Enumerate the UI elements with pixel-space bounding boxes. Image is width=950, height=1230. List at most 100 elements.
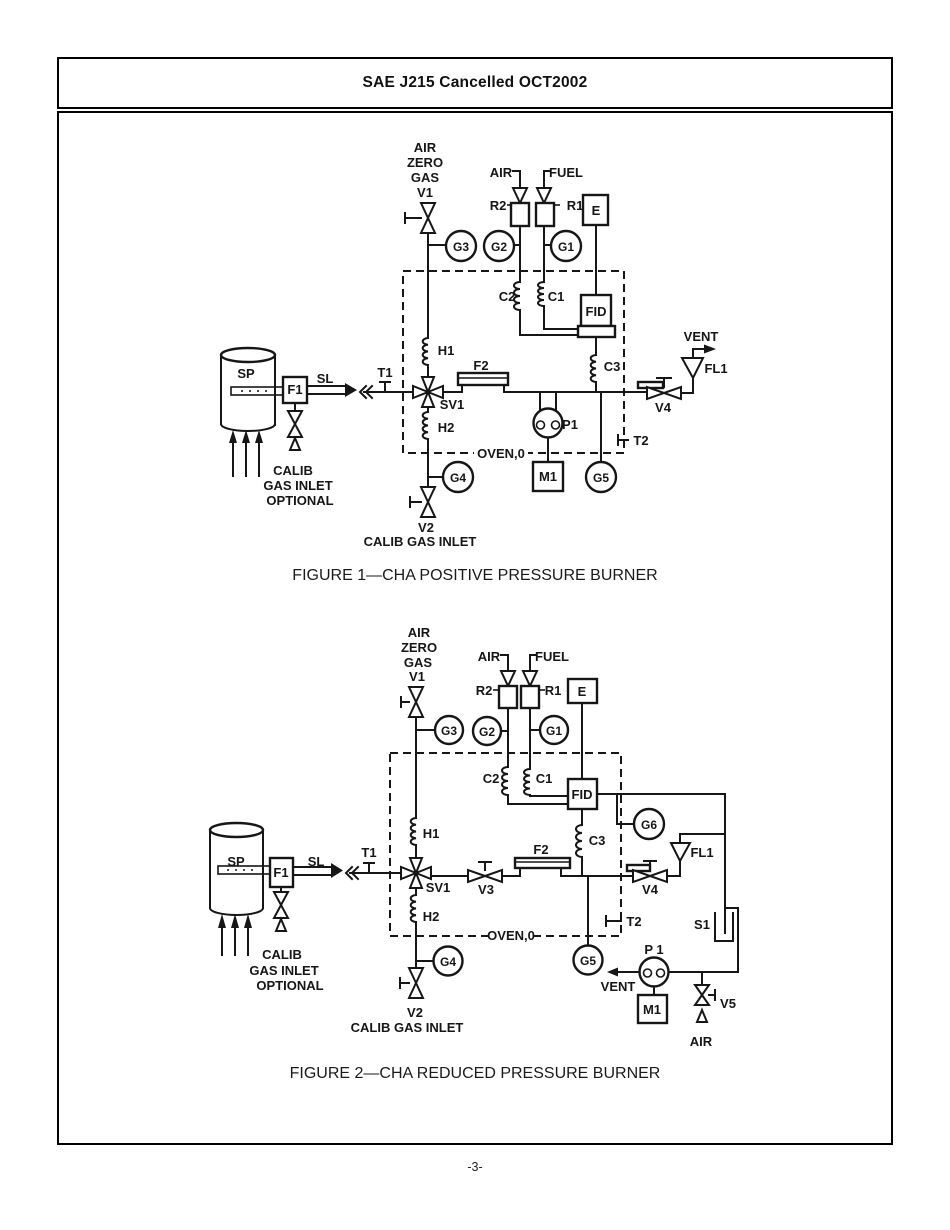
- fig2-gauge-g6: [632, 807, 666, 841]
- fig1-coil-h2: [421, 410, 430, 441]
- fig1-valve-sv1: [412, 376, 444, 408]
- fig1-label-air-zero-gas-1: AIR: [414, 140, 437, 155]
- fig2-coil-h1: [409, 816, 418, 847]
- fig2-gauge-g2: [471, 715, 503, 747]
- fig2-label-gas-inlet: GAS INLET: [249, 963, 318, 978]
- fig1-valve-v4: [636, 377, 682, 400]
- fig1-label-vent: VENT: [684, 329, 719, 344]
- fig1-vent-arrow: [704, 344, 716, 354]
- fig1-sample-line: [306, 385, 346, 395]
- fig2-label-g5: G5: [580, 954, 596, 968]
- fig2-label-oven: OVEN,0: [487, 928, 535, 943]
- fig2-gauge-g3: [433, 714, 465, 746]
- fig1-label-v2: V2: [418, 520, 434, 535]
- fig1-label-sv1: SV1: [440, 397, 465, 412]
- fig1-label-calib-gas-inlet: CALIB GAS INLET: [364, 534, 477, 549]
- fig2-label-g1: G1: [546, 724, 562, 738]
- figure1-caption: FIGURE 1—CHA POSITIVE PRESSURE BURNER: [292, 567, 658, 584]
- fig2-label-c1: C1: [536, 771, 553, 786]
- fig1-label-m1: M1: [539, 469, 557, 484]
- fig1-label-e: E: [592, 203, 601, 218]
- fig1-label-air-zero-gas-3: GAS: [411, 170, 440, 185]
- fig2-label-f2: F2: [533, 842, 548, 857]
- fig1-label-c3: C3: [604, 359, 621, 374]
- fig2-label-air-in: AIR: [690, 1034, 713, 1049]
- fig2-sample-line: [292, 866, 332, 876]
- fig2-label-fl1: FL1: [690, 845, 713, 860]
- fig2-coil-c1: [523, 767, 532, 797]
- fig2-label-calib: CALIB: [262, 947, 302, 962]
- fig2-label-air-zero-gas-2: ZERO: [401, 640, 437, 655]
- fig1-regulator-r1: [534, 201, 556, 228]
- figure2-caption: FIGURE 2—CHA REDUCED PRESSURE BURNER: [289, 1065, 661, 1082]
- fig2-label-air: AIR: [478, 649, 501, 664]
- fig1-label-gas-inlet: GAS INLET: [263, 478, 332, 493]
- fig1-valve-v1: [404, 202, 436, 234]
- fig1-gauge-g3: [444, 229, 478, 263]
- fig2-box-e: [566, 677, 599, 705]
- fig1-label-air: AIR: [490, 165, 513, 180]
- fig1-filter-f2: [456, 371, 510, 387]
- content-border-box: [57, 111, 893, 1145]
- fig2-label-air-zero-gas-1: AIR: [408, 625, 431, 640]
- fig1-label-g5: G5: [593, 471, 609, 485]
- fig1-label-f1: F1: [287, 382, 302, 397]
- fig1-box-e: [581, 193, 610, 227]
- fig2-thermocouple-t2: [605, 915, 622, 927]
- fig2-coil-h2: [409, 893, 418, 924]
- fig1-valve-v2: [409, 486, 436, 518]
- fig1-label-g4: G4: [450, 471, 466, 485]
- fig1-stack-pipe: [219, 346, 277, 432]
- fig2-label-h1: H1: [423, 826, 440, 841]
- fig1-gauge-g2: [482, 229, 516, 263]
- fig1-label-h2: H2: [438, 420, 455, 435]
- fig1-label-c1: C1: [548, 289, 565, 304]
- fig2-coil-c3: [575, 823, 584, 859]
- fig2-label-r2: R2: [476, 683, 493, 698]
- fig2-valve-sv1: [400, 857, 432, 889]
- fig2-label-t1: T1: [361, 845, 376, 860]
- fig1-coil-c1: [537, 280, 546, 308]
- fig2-label-p1: P 1: [644, 942, 663, 957]
- fig1-label-sp: SP: [237, 366, 255, 381]
- fig2-label-air-zero-gas-3: GAS: [404, 655, 433, 670]
- fig1-coil-c3: [589, 353, 598, 384]
- fig1-regulator-r2: [509, 201, 531, 228]
- fig1-gauge-g5: [584, 460, 618, 494]
- fig1-label-r1: R1: [567, 198, 584, 213]
- fig1-box-m1: [531, 460, 565, 493]
- fig1-box-f1: [281, 375, 309, 405]
- fig2-label-calib-gas-inlet: CALIB GAS INLET: [351, 1020, 464, 1035]
- fig1-gauge-g4: [441, 460, 475, 494]
- fig2-label-optional: OPTIONAL: [256, 978, 323, 993]
- fig1-label-fid: FID: [586, 304, 607, 319]
- fig1-label-c2: C2: [499, 289, 516, 304]
- header-title: SAE J215 Cancelled OCT2002: [362, 74, 588, 91]
- fig2-thermocouple-t1: [363, 862, 375, 874]
- fig1-flame-arrestor-fl1: [680, 357, 705, 381]
- fig1-label-v4: V4: [655, 400, 672, 415]
- fig1-label-sl: SL: [317, 371, 334, 386]
- fig1-thermocouple-t2: [617, 434, 629, 446]
- fig1-stack-flow-arrows: [229, 430, 263, 477]
- fig1-label-air-zero-gas-2: ZERO: [407, 155, 443, 170]
- fig2-label-f1: F1: [273, 865, 288, 880]
- fig1-label-p1: P1: [562, 417, 578, 432]
- fig1-label-f2: F2: [473, 358, 488, 373]
- fig2-label-fuel: FUEL: [535, 649, 569, 664]
- fig2-label-g6: G6: [641, 818, 657, 832]
- fig1-label-r2: R2: [490, 198, 507, 213]
- fig1-label-h1: H1: [438, 343, 455, 358]
- fig2-label-h2: H2: [423, 909, 440, 924]
- fig2-stack-pipe: [208, 821, 265, 916]
- figure2-diagram: AIR ZERO GAS V1 AIR FUEL R2 R1 E G3 G2 G…: [208, 625, 739, 1049]
- fig2-calib-valve: [273, 891, 289, 919]
- fig1-calib-valve: [287, 410, 303, 438]
- fig1-label-optional: OPTIONAL: [266, 493, 333, 508]
- fig1-coil-h1: [421, 336, 430, 367]
- fig2-label-c3: C3: [589, 833, 606, 848]
- fig2-label-g3: G3: [441, 724, 457, 738]
- fig2-gauge-g4: [432, 945, 464, 977]
- fig2-trap-s1: [714, 912, 734, 942]
